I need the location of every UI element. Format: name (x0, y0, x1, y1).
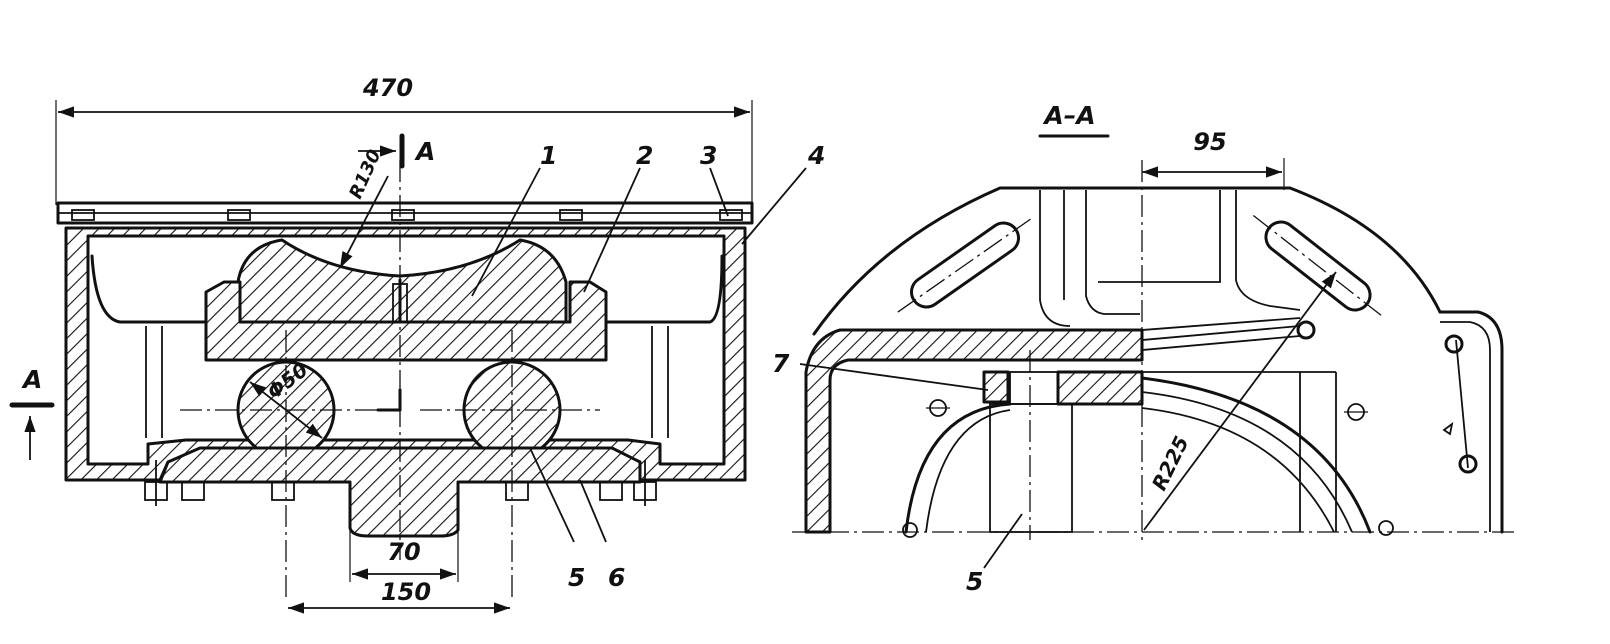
base-block-part-2 (204, 280, 608, 362)
section-mark-left: A (9, 365, 55, 460)
part-label-2: 2 (636, 141, 653, 170)
slot-left (897, 217, 1033, 313)
section-wall-left (804, 328, 1144, 534)
saddle-part-1 (236, 238, 568, 324)
bottom-bolts (144, 460, 657, 506)
cover-bolts (71, 209, 743, 221)
section-block-center (1056, 370, 1144, 406)
dim-overall-width-label: 470 (362, 74, 413, 102)
slot-right (1252, 215, 1384, 317)
dimension-overall-width: 470 (55, 74, 753, 205)
section-mark-top-label: A (414, 137, 435, 166)
right-view: A–A 95 (772, 101, 1516, 596)
part-7-block (982, 370, 1010, 404)
part-label-6: 6 (608, 563, 625, 592)
part-label-7: 7 (772, 349, 790, 378)
cavity-contour (90, 254, 724, 324)
outer-dome (812, 186, 1442, 336)
dim-offset-label: 95 (1193, 128, 1226, 156)
dim-center-width-label: 70 (387, 538, 420, 566)
part-label-5-right: 5 (966, 567, 983, 596)
part-label-4: 4 (807, 141, 825, 170)
spring-mechanism (1141, 317, 1478, 474)
left-view: 4 70 (9, 74, 825, 614)
part-label-5: 5 (568, 563, 585, 592)
dim-roller-spacing-label: 150 (381, 578, 431, 606)
section-mark-left-label: A (21, 365, 42, 394)
column-part-5 (989, 403, 1073, 533)
section-mark-top: A (358, 133, 435, 169)
part-label-1: 1 (540, 141, 557, 170)
section-title: A–A (1042, 101, 1095, 130)
dim-radius-right-label: R225 (1147, 432, 1194, 494)
part-label-3: 3 (700, 141, 717, 170)
bolt-holes (902, 399, 1394, 538)
